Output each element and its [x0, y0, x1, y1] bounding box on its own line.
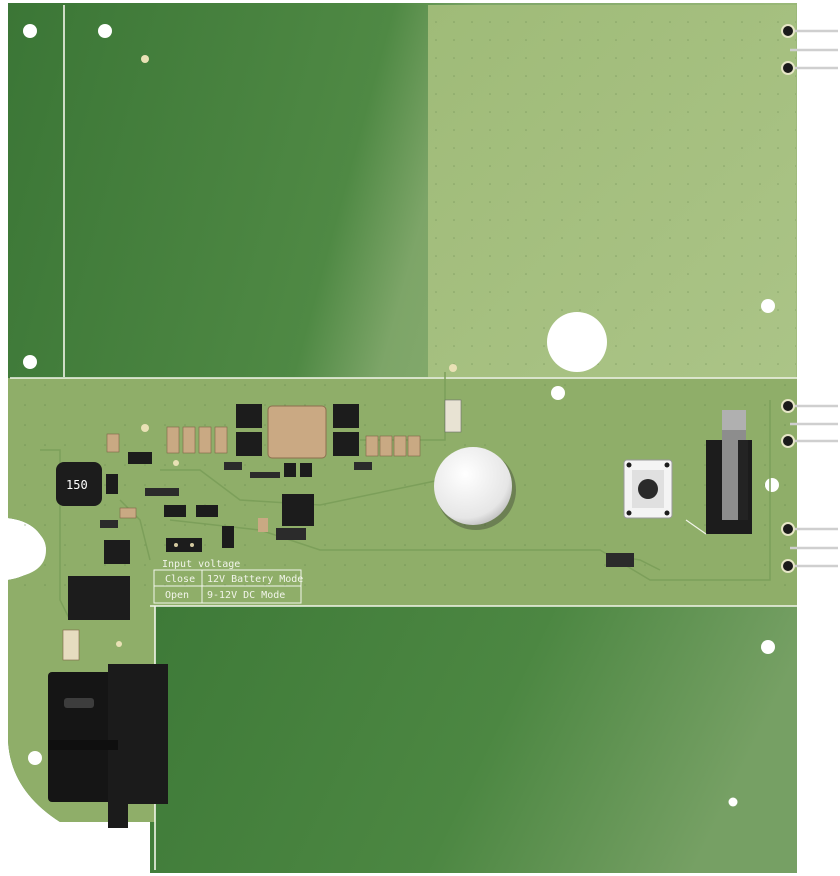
- tamper-switch: [685, 410, 752, 535]
- row-close-mode: 12V Battery Mode: [207, 574, 303, 585]
- pin-headers: [781, 24, 838, 573]
- via-dots: [116, 364, 457, 647]
- silkscreen-outlines: [10, 5, 797, 870]
- smd-components: [100, 462, 634, 567]
- ic-components: [68, 404, 359, 620]
- mounting-holes: [23, 24, 779, 807]
- power-inductor: [267, 405, 327, 459]
- usb-connector: [48, 664, 168, 828]
- edge-notch: [0, 522, 46, 578]
- capacitors: [62, 399, 462, 661]
- jumper: [166, 538, 202, 552]
- input-voltage-table: Input voltage Close 12V Battery Mode Ope…: [153, 559, 303, 604]
- row-open-state: Open: [165, 590, 189, 601]
- coin-battery: [434, 447, 516, 530]
- row-close-state: Close: [165, 574, 195, 585]
- row-open-mode: 9-12V DC Mode: [207, 590, 285, 601]
- inductor-label: 150: [66, 478, 88, 492]
- board-lower-region: [150, 606, 797, 873]
- table-title: Input voltage: [162, 559, 240, 570]
- inductor-150: 150: [56, 462, 102, 506]
- tactile-button: [623, 459, 673, 519]
